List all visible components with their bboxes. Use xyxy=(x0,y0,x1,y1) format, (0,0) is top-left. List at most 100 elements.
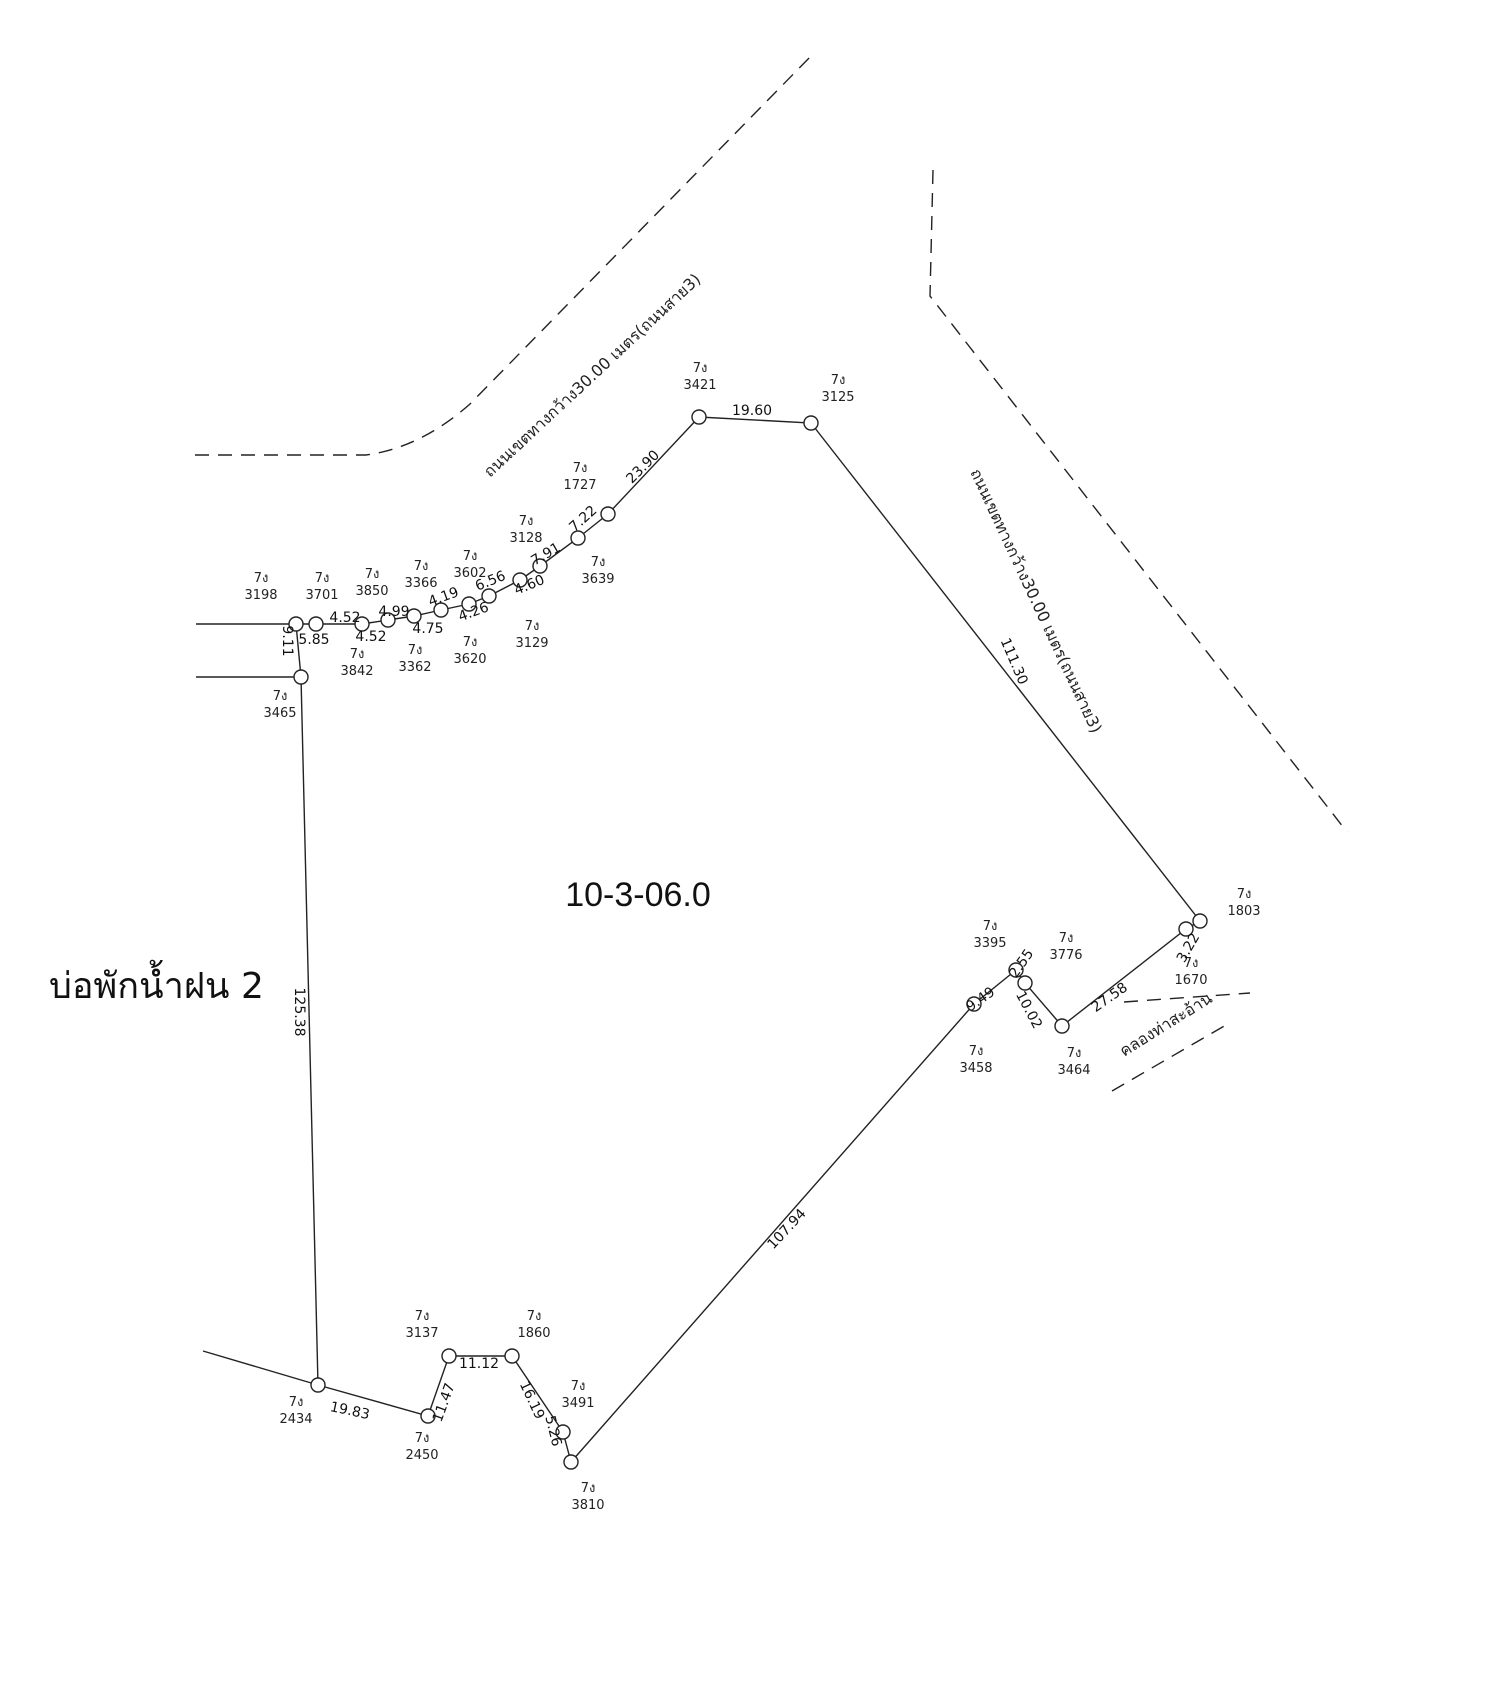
distance-label: 111.30 xyxy=(997,636,1031,687)
marker-3464 xyxy=(1054,1018,1070,1034)
marker-2434 xyxy=(310,1377,326,1393)
marker-prefix-3602: 7ง xyxy=(463,549,478,564)
adjacent-line-2434 xyxy=(202,1350,319,1386)
distance-label: 7.22 xyxy=(566,503,600,536)
distance-label: 11.12 xyxy=(459,1356,499,1372)
marker-prefix-3129: 7ง xyxy=(525,619,540,634)
marker-number-1670: 1670 xyxy=(1174,973,1207,988)
marker-prefix-1670: 7ง xyxy=(1184,956,1199,971)
marker-3810 xyxy=(563,1454,579,1470)
distance-label: 4.99 xyxy=(378,604,409,620)
marker-prefix-3810: 7ง xyxy=(581,1481,596,1496)
marker-prefix-3639: 7ง xyxy=(591,555,606,570)
marker-prefix-3125: 7ง xyxy=(831,373,846,388)
marker-number-2434: 2434 xyxy=(279,1412,312,1427)
parcel-outline xyxy=(295,416,1202,1464)
marker-prefix-1860: 7ง xyxy=(527,1309,542,1324)
distance-label: 107.94 xyxy=(765,1206,810,1253)
marker-number-3421: 3421 xyxy=(683,378,716,393)
marker-number-3776: 3776 xyxy=(1049,948,1082,963)
distance-label: 10.02 xyxy=(1012,989,1045,1032)
marker-1727 xyxy=(600,506,616,522)
marker-number-1727: 1727 xyxy=(563,478,596,493)
marker-prefix-3620: 7ง xyxy=(463,635,478,650)
distance-label: 19.83 xyxy=(329,1399,372,1423)
marker-number-3639: 3639 xyxy=(581,572,614,587)
distance-label: 5.26 xyxy=(541,1414,564,1448)
marker-3776 xyxy=(1017,975,1033,991)
distance-label: 4.52 xyxy=(355,629,386,645)
marker-prefix-3128: 7ง xyxy=(519,514,534,529)
marker-number-1803: 1803 xyxy=(1227,904,1260,919)
marker-2450 xyxy=(420,1408,436,1424)
marker-prefix-3137: 7ง xyxy=(415,1309,430,1324)
north-road-label: ถนนเขตทางกว้าง30.00 เมตร(ถนนสาย3) xyxy=(480,270,705,481)
marker-number-3850: 3850 xyxy=(355,584,388,599)
marker-3128 xyxy=(532,558,548,574)
marker-3362 xyxy=(406,608,422,624)
marker-prefix-3458: 7ง xyxy=(969,1044,984,1059)
marker-number-3137: 3137 xyxy=(405,1326,438,1341)
distance-label: 125.38 xyxy=(291,988,307,1037)
distance-label: 27.58 xyxy=(1089,980,1131,1016)
marker-3137 xyxy=(441,1348,457,1364)
distance-label: 19.60 xyxy=(732,403,772,419)
marker-labels: 7ง31987ง37017ง38427ง38507ง33627ง33667ง36… xyxy=(244,361,1260,1513)
boundary-markers xyxy=(288,409,1208,1470)
marker-prefix-3465: 7ง xyxy=(273,689,288,704)
retention-pond-label: บ่อพักน้ำฝน 2 xyxy=(49,959,264,1007)
marker-3129 xyxy=(512,572,528,588)
marker-prefix-3366: 7ง xyxy=(414,559,429,574)
canal-edge-upper xyxy=(1123,992,1251,1003)
marker-number-2450: 2450 xyxy=(405,1448,438,1463)
marker-prefix-3464: 7ง xyxy=(1067,1046,1082,1061)
marker-number-3701: 3701 xyxy=(305,588,338,603)
marker-number-3458: 3458 xyxy=(959,1061,992,1076)
distance-label: 9.11 xyxy=(279,625,295,656)
parcel-area-label: 10-3-06.0 xyxy=(565,876,711,914)
marker-prefix-3850: 7ง xyxy=(365,567,380,582)
marker-number-3362: 3362 xyxy=(398,660,431,675)
road-boundaries xyxy=(195,53,1348,1092)
marker-number-3125: 3125 xyxy=(821,390,854,405)
marker-3421 xyxy=(691,409,707,425)
marker-prefix-2434: 7ง xyxy=(289,1395,304,1410)
marker-3458 xyxy=(966,996,982,1012)
marker-3395 xyxy=(1008,962,1024,978)
marker-prefix-3842: 7ง xyxy=(350,647,365,662)
marker-1860 xyxy=(504,1348,520,1364)
marker-prefix-3198: 7ง xyxy=(254,571,269,586)
marker-number-3366: 3366 xyxy=(404,576,437,591)
marker-3850 xyxy=(380,612,396,628)
marker-3639 xyxy=(570,530,586,546)
marker-number-3620: 3620 xyxy=(453,652,486,667)
distance-label: 16.19 xyxy=(516,1379,547,1422)
marker-prefix-1803: 7ง xyxy=(1237,887,1252,902)
marker-1670 xyxy=(1178,921,1194,937)
distance-label: 11.47 xyxy=(430,1381,459,1424)
marker-prefix-3362: 7ง xyxy=(408,643,423,658)
marker-number-3465: 3465 xyxy=(263,706,296,721)
marker-number-3395: 3395 xyxy=(973,936,1006,951)
marker-3602 xyxy=(481,588,497,604)
marker-3465 xyxy=(293,669,309,685)
marker-number-3810: 3810 xyxy=(571,1498,604,1513)
canal-label: คลองท่าสะอ้าน xyxy=(1116,988,1215,1060)
distance-label: 23.90 xyxy=(623,447,663,487)
marker-1803 xyxy=(1192,913,1208,929)
marker-prefix-3776: 7ง xyxy=(1059,931,1074,946)
distance-label: 2.55 xyxy=(1006,946,1037,981)
marker-number-3464: 3464 xyxy=(1057,1063,1090,1078)
marker-number-3129: 3129 xyxy=(515,636,548,651)
marker-prefix-2450: 7ง xyxy=(415,1431,430,1446)
distance-label: 5.85 xyxy=(298,632,329,648)
east-road-label: ถนนเขตทางกว้าง30.00 เมตร(ถนนสาย3) xyxy=(966,466,1106,736)
distance-label: 4.52 xyxy=(329,610,360,626)
marker-number-3198: 3198 xyxy=(244,588,277,603)
north-road-edge xyxy=(195,53,814,456)
marker-prefix-3701: 7ง xyxy=(315,571,330,586)
marker-3491 xyxy=(555,1424,571,1440)
marker-3701 xyxy=(308,616,324,632)
parcel-boundary xyxy=(196,416,1202,1464)
